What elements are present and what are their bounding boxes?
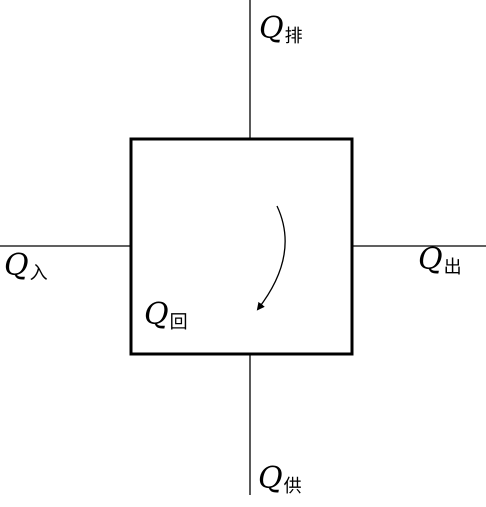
label-return-symbol: Q: [144, 297, 169, 332]
label-supply-flow: Q供: [258, 461, 302, 497]
label-return-flow: Q回: [144, 297, 188, 333]
label-inflow: Q入: [4, 248, 48, 284]
label-discharge-subscript: 排: [284, 26, 303, 47]
label-discharge-symbol: Q: [259, 11, 284, 46]
label-supply-subscript: 供: [283, 476, 302, 497]
label-inflow-subscript: 入: [29, 263, 48, 284]
label-outflow-symbol: Q: [418, 242, 443, 277]
label-inflow-symbol: Q: [4, 248, 29, 283]
label-outflow: Q出: [418, 242, 462, 278]
central-box: [129, 137, 354, 356]
label-return-subscript: 回: [169, 312, 188, 333]
label-supply-symbol: Q: [258, 461, 283, 496]
circulation-arrow: [256, 205, 286, 311]
label-outflow-subscript: 出: [443, 257, 462, 278]
label-discharge-flow: Q排: [259, 11, 303, 47]
